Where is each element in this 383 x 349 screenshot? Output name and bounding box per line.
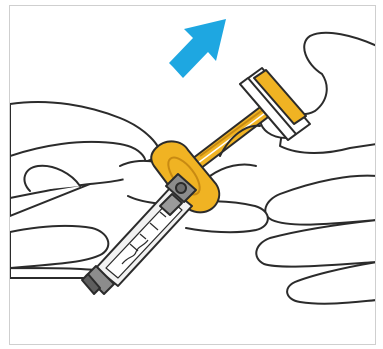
illustration-frame [9,5,376,345]
right-hand [256,33,376,304]
direction-arrow-icon [169,19,226,78]
syringe-illustration [10,6,376,345]
syringe-barrel [96,188,192,286]
